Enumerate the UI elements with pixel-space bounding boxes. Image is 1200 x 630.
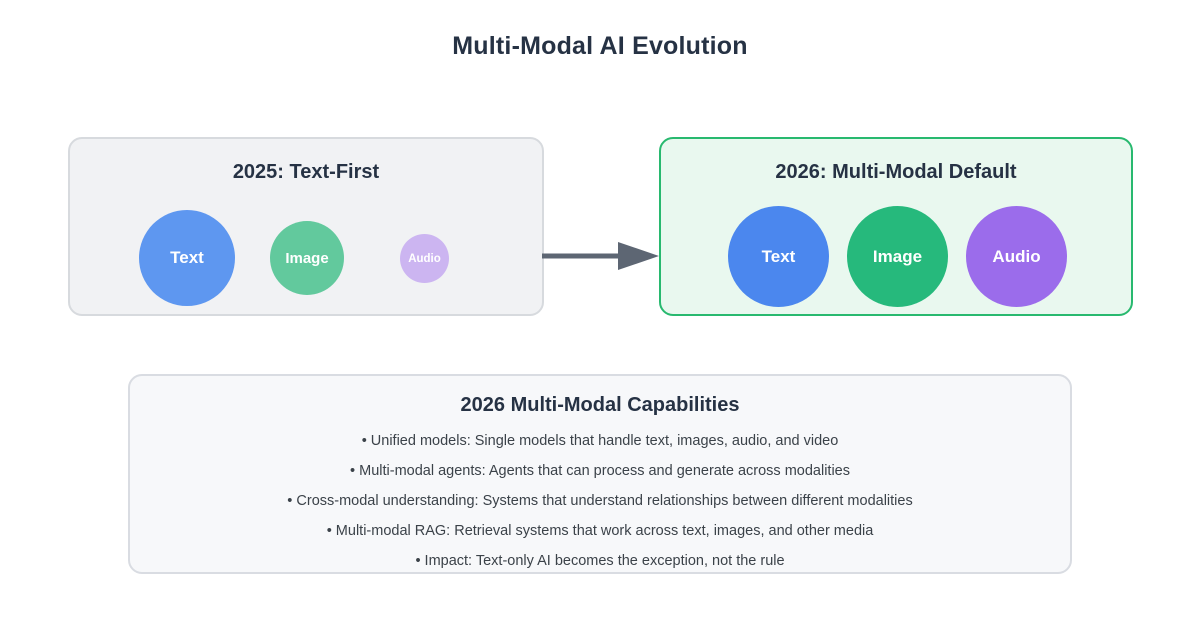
capability-item: • Impact: Text-only AI becomes the excep… — [130, 546, 1070, 576]
capability-item: • Cross-modal understanding: Systems tha… — [130, 486, 1070, 516]
capability-item: • Multi-modal agents: Agents that can pr… — [130, 456, 1070, 486]
modality-bubble-label: Image — [285, 249, 329, 267]
bullet-icon: • — [361, 433, 367, 449]
modality-bubble-text-2025: Text — [139, 210, 235, 306]
modality-bubble-text-2026: Text — [728, 206, 829, 307]
panel-2026-title: 2026: Multi-Modal Default — [775, 161, 1017, 183]
modality-bubble-image-2026: Image — [847, 206, 948, 307]
panel-2026-multi-modal-default: 2026: Multi-Modal Default Text Image Aud… — [659, 137, 1133, 316]
capability-text: Unified models: Single models that handl… — [370, 433, 839, 449]
bullet-icon: • — [415, 553, 421, 569]
capability-text: Multi-modal RAG: Retrieval systems that … — [335, 523, 874, 539]
bullet-icon: • — [287, 493, 293, 509]
capability-item: • Unified models: Single models that han… — [130, 426, 1070, 456]
capability-text: Cross-modal understanding: Systems that … — [296, 493, 913, 509]
modality-bubble-label: Audio — [992, 246, 1041, 266]
modality-bubble-image-2025: Image — [270, 221, 344, 295]
panel-2025-title: 2025: Text-First — [232, 161, 380, 183]
modality-bubble-label: Text — [761, 246, 796, 266]
panel-capabilities: 2026 Multi-Modal Capabilities • Unified … — [128, 374, 1072, 574]
page-title: Multi-Modal AI Evolution — [452, 32, 748, 60]
bullet-icon: • — [326, 523, 332, 539]
capabilities-title: 2026 Multi-Modal Capabilities — [460, 394, 740, 416]
capability-item: • Multi-modal RAG: Retrieval systems tha… — [130, 516, 1070, 546]
bullet-icon: • — [350, 463, 356, 479]
modality-bubble-audio-2026: Audio — [966, 206, 1067, 307]
modality-bubble-label: Audio — [408, 252, 441, 265]
modality-bubble-label: Image — [872, 246, 923, 266]
arrow-head — [618, 242, 659, 270]
modality-bubble-audio-2025: Audio — [400, 234, 449, 283]
capabilities-list: • Unified models: Single models that han… — [130, 426, 1070, 576]
panel-2025-text-first: 2025: Text-First Text Image Audio — [68, 137, 544, 316]
capability-text: Impact: Text-only AI becomes the excepti… — [424, 553, 785, 569]
modality-bubble-label: Text — [170, 248, 204, 267]
transition-arrow-icon — [542, 242, 659, 270]
capability-text: Multi-modal agents: Agents that can proc… — [359, 463, 850, 479]
